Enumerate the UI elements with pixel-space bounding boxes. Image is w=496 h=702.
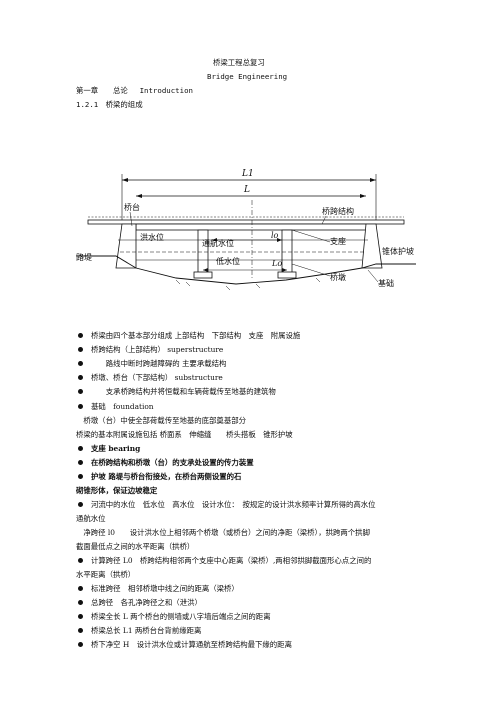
- list-item: 桥梁全长 L 两个桥台的侧墙或八字墙后端点之间的距离: [91, 612, 271, 621]
- bullet-icon: [78, 460, 83, 465]
- list-item: 通航水位: [76, 514, 106, 523]
- bullet-icon: [78, 361, 83, 366]
- list-item: 总跨径 各孔净跨径之和（泄洪）: [91, 598, 202, 607]
- label-abutment: 桥台: [124, 202, 140, 212]
- list-item: 桥梁由四个基本部分组成 上部结构 下部结构 支座 附属设施: [91, 331, 301, 340]
- list-item: 在桥跨结构和桥墩（台）的支承处设置的传力装置: [91, 458, 254, 467]
- label-approach-embankment: 路堤: [76, 252, 92, 262]
- label-bearing: 支座: [330, 236, 346, 246]
- label-superstructure: 桥跨结构: [322, 206, 354, 216]
- bullet-icon: [78, 347, 83, 352]
- bridge-deck: [87, 219, 405, 225]
- bullet-icon: [78, 628, 83, 633]
- list-item: 支承桥跨结构并将恒载和车辆荷载传至地基的建筑物: [91, 387, 276, 396]
- label-slope-protection: 锥体护坡: [382, 246, 414, 256]
- label-low-level: 低水位: [216, 256, 240, 266]
- label-flood-level: 洪水位: [140, 232, 164, 242]
- label-Lo: Lo: [271, 259, 282, 268]
- label-pier: 桥墩: [330, 272, 346, 282]
- ground-line: [76, 255, 416, 285]
- list-item: 护坡 路堤与桥台衔接处，在桥台两侧设置的石: [91, 472, 242, 481]
- label-L: L: [243, 185, 250, 195]
- chapter-heading: 第一章 总论 Introduction: [76, 86, 193, 95]
- bullet-icon: [78, 375, 83, 380]
- left-abutment: [115, 223, 137, 269]
- label-L1: L1: [241, 169, 254, 179]
- bullet-icon: [78, 600, 83, 605]
- list-item: 截面最低点之间的水平距离（拱桥）: [76, 542, 195, 551]
- list-item: 砌锥形体，保证边坡稳定: [76, 486, 158, 495]
- list-item: 河流中的水位 低水位 高水位 设计水位： 按规定的设计洪水频率计算所得的高水位: [91, 500, 376, 509]
- superstructure-girder: [135, 223, 367, 231]
- label-foundation: 基础: [378, 278, 394, 288]
- list-item: 桥梁总长 L1 两桥台台背前缘距离: [91, 626, 202, 635]
- bullet-icon: [78, 389, 83, 394]
- list-item: 桥梁的基本附属设施包括 桥面系 伸缩缝 桥头搭板 锥形护坡: [76, 430, 293, 439]
- list-item: 桥墩（台）中使全部荷载传至地基的底部奠基部分: [76, 416, 246, 425]
- list-item: 净跨径 l0 设计洪水位上相邻两个桥墩（或桥台）之间的净距（梁桥），拱跨两个拱脚: [76, 528, 370, 537]
- list-item: 计算跨径 L0 桥跨结构相邻两个支座中心距离（梁桥）,两相邻拱脚截面形心点之间的: [91, 556, 372, 565]
- label-clear-span: lo: [271, 231, 279, 240]
- document-title: 桥梁工程总复习: [213, 58, 265, 67]
- list-item: 标准跨径 相邻桥墩中线之间的距离（梁桥）: [91, 584, 239, 593]
- bullet-icon: [78, 642, 83, 647]
- label-navigation-level: 通航水位: [202, 238, 234, 248]
- bridge-diagram: L1 L lo Lo 桥台 桥跨结构 洪水位 通航水位 低水位 支座 路堤 桥墩…: [76, 169, 416, 291]
- bullet-icon: [78, 586, 83, 591]
- bullet-icon: [78, 333, 83, 338]
- section-heading: 1.2.1 桥梁的组成: [76, 100, 143, 109]
- bullet-icon: [78, 502, 83, 507]
- bullet-icon: [78, 446, 83, 451]
- list-item: 路线中断时跨越障碍的 主要承载结构: [91, 359, 227, 368]
- bullet-icon: [78, 404, 83, 409]
- list-item: 基础 foundation: [91, 402, 154, 411]
- list-item: 桥下净空 H 设计洪水位或计算通航至桥跨结构最下缘的距离: [91, 640, 292, 649]
- list-item: 桥墩、桥台（下部结构） substructure: [91, 373, 223, 382]
- bullet-icon: [78, 474, 83, 479]
- list-item: 水平距离（拱桥）: [76, 570, 136, 579]
- list-item: 桥跨结构（上部结构） superstructure: [91, 345, 224, 354]
- bullet-icon: [78, 614, 83, 619]
- document-title-english: Bridge Engineering: [207, 72, 288, 81]
- bullet-icon: [78, 558, 83, 563]
- list-item: 支座 bearing: [91, 444, 141, 453]
- right-abutment: [361, 223, 383, 269]
